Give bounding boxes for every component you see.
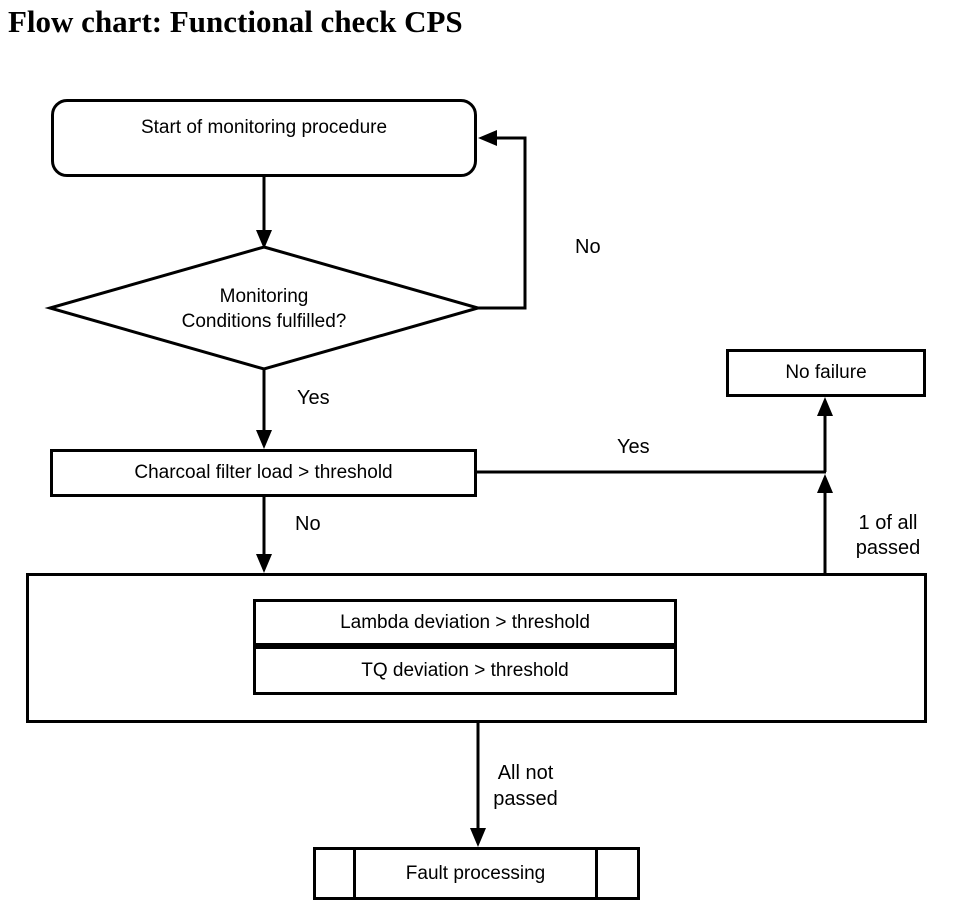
tq-deviation-node: TQ deviation > threshold <box>253 646 677 695</box>
one-of-all-line2: passed <box>855 537 921 559</box>
charcoal-filter-node: Charcoal filter load > threshold <box>50 449 477 497</box>
fault-processing-node: Fault processing <box>313 847 640 900</box>
lambda-deviation-node: Lambda deviation > threshold <box>253 599 677 646</box>
all-not-line2: passed <box>493 788 558 810</box>
arrow-decision-no-loop <box>477 130 527 310</box>
arrow-bigbox-to-fault <box>470 723 486 847</box>
fault-right-compartment <box>595 850 637 897</box>
decision-label-line1: Monitoring <box>219 286 309 307</box>
arrow-charcoal-to-bigbox <box>256 497 272 573</box>
edge-label-one-of-all-passed: 1 of all passed <box>843 511 933 561</box>
arrow-bigbox-to-junction <box>817 474 833 573</box>
all-not-line1: All not <box>497 762 554 784</box>
one-of-all-line1: 1 of all <box>858 512 918 534</box>
no-failure-node: No failure <box>726 349 926 397</box>
fault-node-label: Fault processing <box>405 862 546 884</box>
edge-label-all-not-passed: All not passed <box>478 760 573 812</box>
edge-label-charcoal-no: No <box>295 513 321 535</box>
edge-label-decision-yes: Yes <box>297 387 330 409</box>
no-failure-label: No failure <box>785 362 867 383</box>
edge-label-decision-no: No <box>575 236 601 258</box>
start-node: Start of monitoring procedure <box>51 99 477 177</box>
charcoal-node-label: Charcoal filter load > threshold <box>134 462 393 483</box>
arrow-decision-to-charcoal <box>256 369 272 449</box>
edge-label-charcoal-yes: Yes <box>617 436 650 458</box>
lambda-node-label: Lambda deviation > threshold <box>340 611 590 633</box>
page-title: Flow chart: Functional check CPS <box>8 4 463 39</box>
deviation-group-box <box>26 573 927 723</box>
decision-label-line2: Conditions fulfilled? <box>181 311 347 332</box>
arrow-junction-to-no-failure <box>817 397 833 472</box>
tq-node-label: TQ deviation > threshold <box>361 659 569 681</box>
arrow-start-to-decision <box>256 177 272 249</box>
fault-left-compartment <box>316 850 356 897</box>
decision-node-label: Monitoring Conditions fulfilled? <box>114 284 414 334</box>
start-node-label: Start of monitoring procedure <box>140 117 388 138</box>
